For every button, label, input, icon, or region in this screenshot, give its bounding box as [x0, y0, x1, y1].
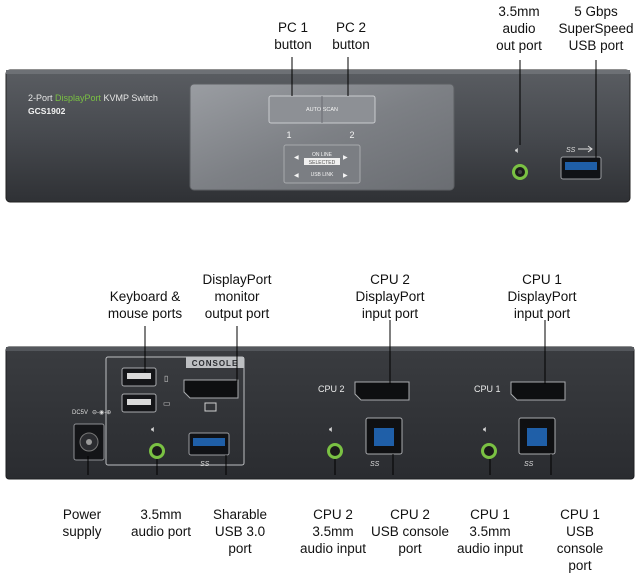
on-line-label: ON LINE	[312, 152, 333, 158]
monitor-output-callout: DisplayPort monitor output port	[202, 272, 272, 321]
front-model-number: GCS1902	[28, 106, 66, 116]
console-label: CONSOLE	[192, 359, 239, 368]
cpu2-label: CPU 2	[318, 384, 345, 394]
selected-label: SELECTED	[309, 160, 336, 166]
pc1-button-callout: PC 1 button	[274, 20, 312, 52]
auto-scan-label: AUTO SCAN	[306, 107, 338, 113]
front-model-name: 2-Port DisplayPort KVMP Switch	[28, 93, 158, 103]
kvm-switch-diagram: 2-Port DisplayPort KVMP Switch GCS1902 A…	[5, 57, 635, 480]
back-panel: CONSOLE ▯ ▭ 🔈︎ SS DC5V ⊖-◉-⊕ CPU 2 🔈︎ SS	[5, 346, 635, 480]
keyboard-mouse-callout: Keyboard & mouse ports	[107, 289, 183, 321]
port-1-label: 1	[286, 130, 291, 140]
led-right-arrow-1: ▶	[343, 155, 348, 161]
cpu1-speaker-icon: 🔈︎	[483, 424, 488, 434]
cpu2-ss-logo: SS	[370, 461, 380, 468]
cpu2-usb-callout: CPU 2 USB console port	[370, 507, 450, 556]
front-usb-callout: 5 Gbps SuperSpeed USB port	[558, 4, 634, 53]
cpu2-speaker-icon: 🔈︎	[329, 424, 334, 434]
mouse-icon: ▯	[164, 374, 168, 383]
front-callout-lines	[291, 57, 597, 158]
monitor-displayport[interactable]	[183, 379, 239, 399]
console-audio-callout: 3.5mm audio port	[130, 507, 192, 539]
cpu1-ss-logo: SS	[524, 461, 534, 468]
cpu1-displayport[interactable]	[510, 381, 566, 401]
led-right-arrow-2: ▶	[343, 173, 348, 179]
cpu1-dp-callout: CPU 1 DisplayPort input port	[507, 272, 577, 321]
cpu1-label: CPU 1	[474, 384, 501, 394]
monitor-icon	[204, 402, 217, 412]
front-usb-trident-icon	[578, 145, 593, 153]
console-label-box	[186, 357, 244, 368]
front-audio-callout: 3.5mm audio out port	[496, 4, 542, 53]
cpu2-displayport[interactable]	[354, 381, 410, 401]
console-group-frame	[105, 356, 245, 466]
front-top-edge	[6, 70, 630, 74]
power-supply-callout: Power supply	[62, 507, 102, 539]
polarity-icon: ⊖-◉-⊕	[92, 410, 111, 416]
cpu2-dp-callout: CPU 2 DisplayPort input port	[355, 272, 425, 321]
usb-link-label: USB LINK	[311, 172, 334, 178]
front-ss-usb-logo: SS	[566, 147, 576, 154]
front-speaker-icon: 🔈︎	[515, 145, 520, 155]
front-control-panel	[189, 83, 455, 191]
cpu2-audio-callout: CPU 2 3.5mm audio input	[299, 507, 367, 556]
sharable-ss-logo: SS	[200, 461, 210, 468]
back-callout-lines	[87, 320, 552, 475]
console-speaker-icon: 🔈︎	[151, 424, 156, 434]
selected-label-box	[304, 158, 340, 165]
led-left-arrow-1: ◀	[294, 155, 299, 161]
pc2-button-callout: PC 2 button	[332, 20, 370, 52]
sharable-usb-callout: Sharable USB 3.0 port	[212, 507, 268, 556]
front-panel: 2-Port DisplayPort KVMP Switch GCS1902 A…	[5, 69, 631, 203]
cpu1-usb-callout: CPU 1 USB console port	[556, 507, 604, 573]
led-left-arrow-2: ◀	[294, 173, 299, 179]
cpu1-audio-callout: CPU 1 3.5mm audio input	[456, 507, 524, 556]
dc-label: DC5V	[72, 410, 88, 416]
port-2-label: 2	[349, 130, 354, 140]
keyboard-icon: ▭	[163, 399, 171, 408]
